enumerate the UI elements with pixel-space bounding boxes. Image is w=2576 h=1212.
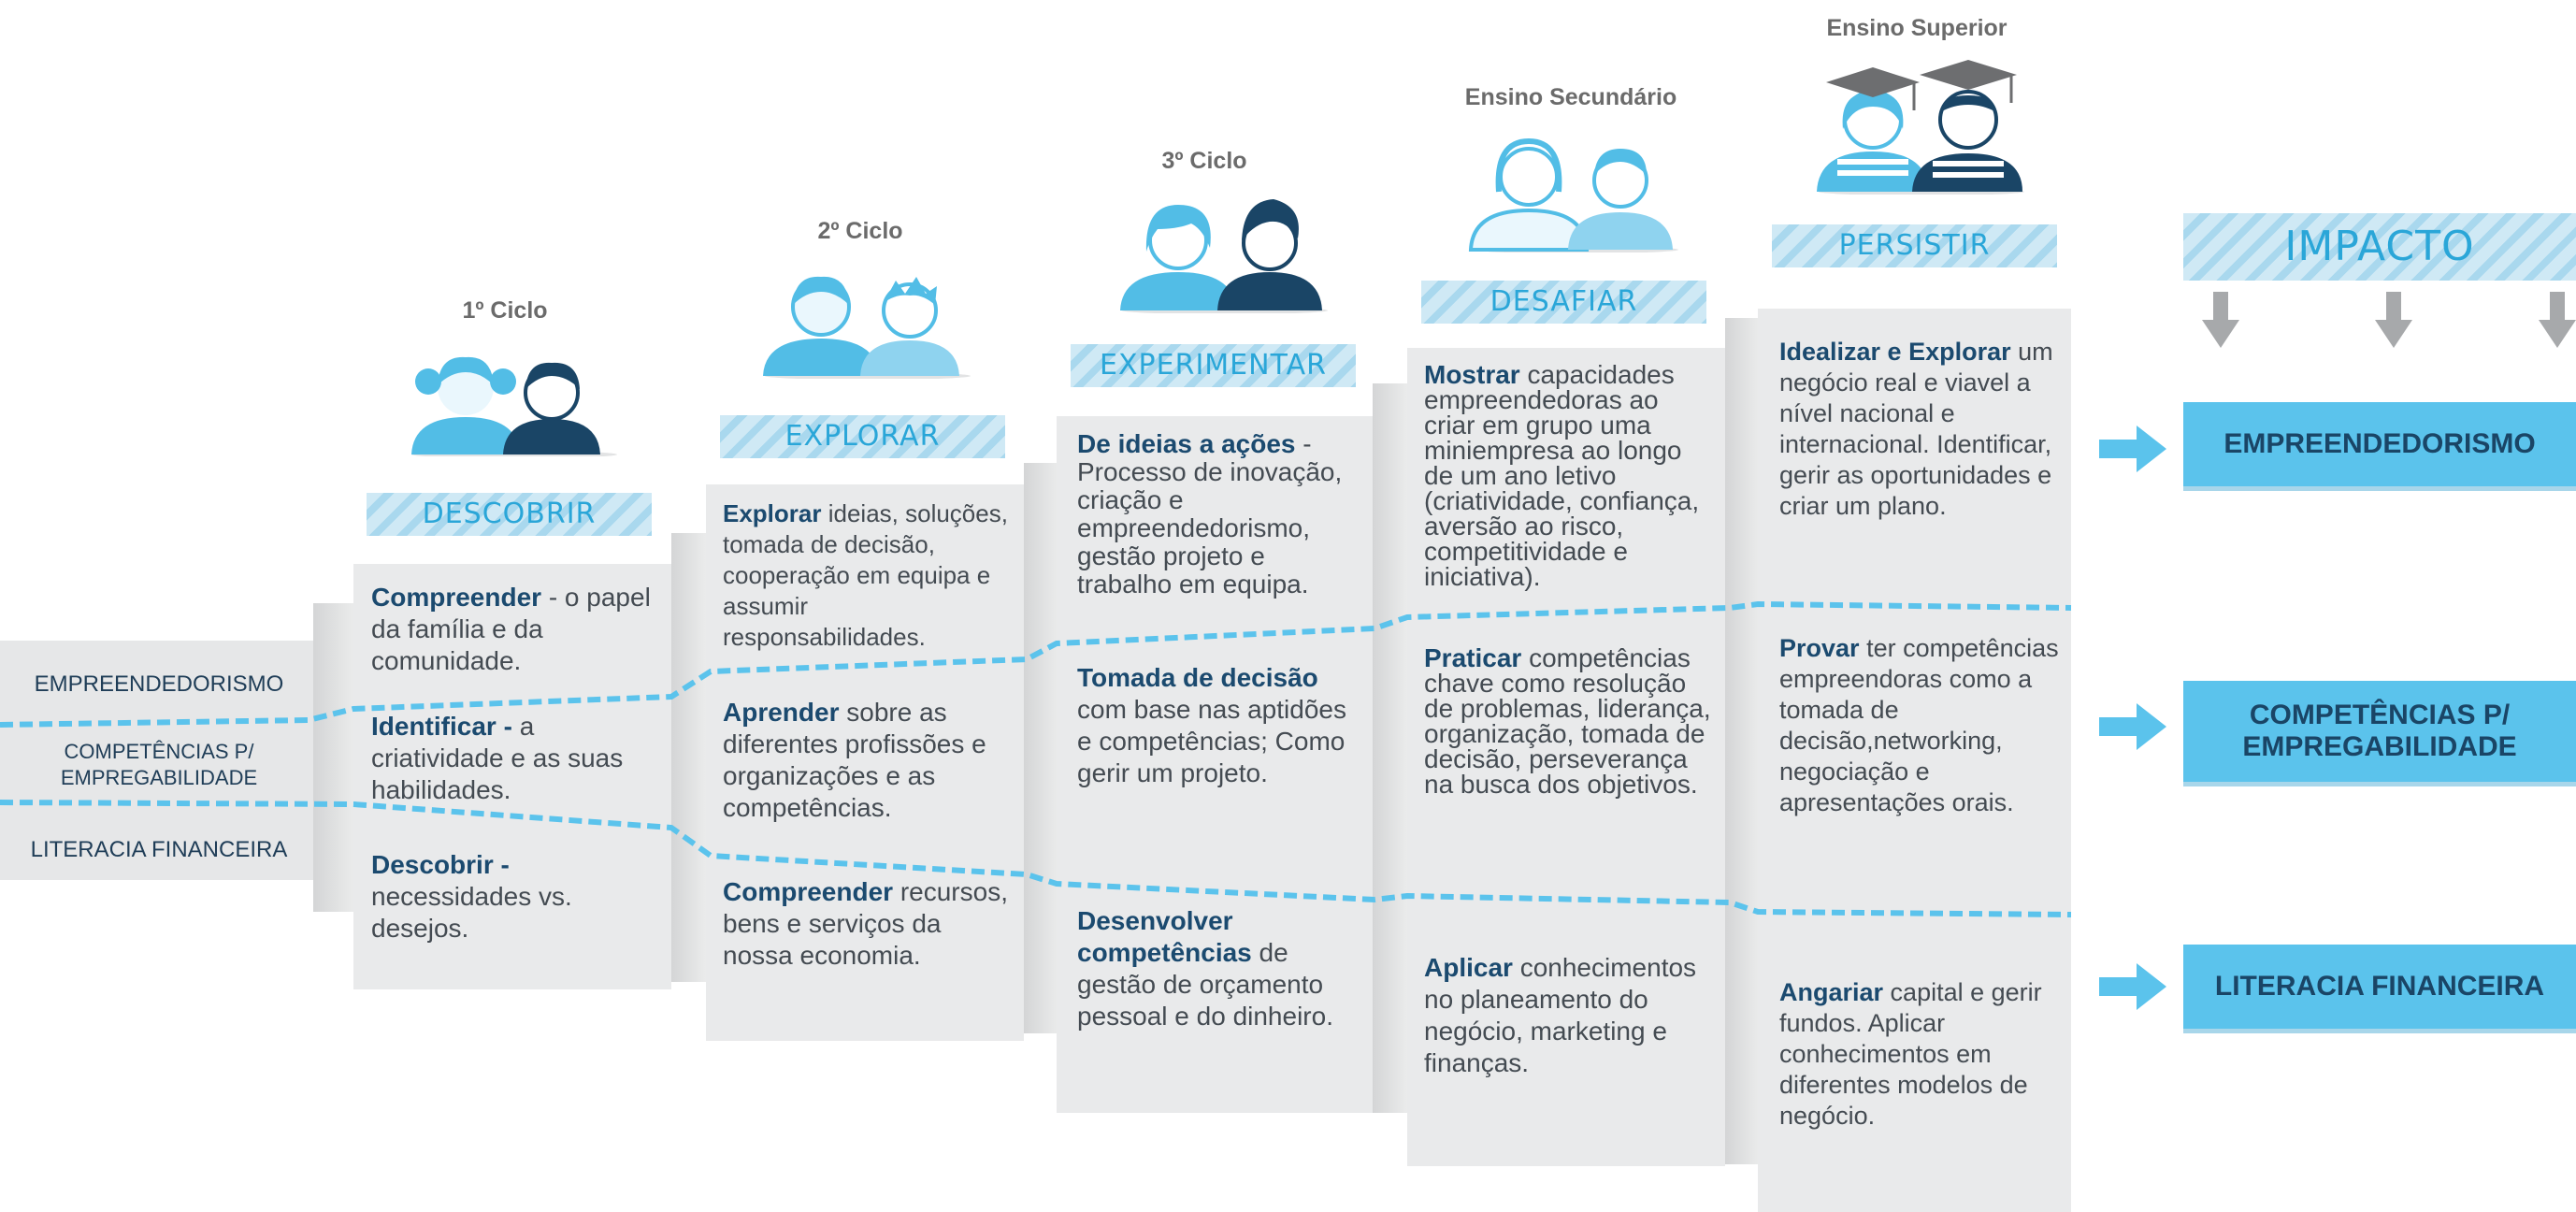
arrow-right-icon	[2099, 963, 2166, 1010]
impact-banner: IMPACTO	[2183, 213, 2576, 281]
stage-1-row-1: Compreender - o papel da família e da co…	[371, 583, 651, 675]
arrow-down-icon	[2539, 292, 2576, 348]
stage-4-row-3: Aplicar conhecimentos no planeamento do …	[1424, 953, 1697, 1077]
stage-4-shadow	[1373, 383, 1408, 1113]
impact-literacia: LITERACIA FINANCEIRA	[2183, 945, 2576, 1029]
stage-3-row-2: Tomada de decisão com base nas aptidões …	[1077, 663, 1346, 787]
impact-empregabilidade: COMPETÊNCIAS P/ EMPREGABILIDADE	[2183, 681, 2576, 782]
level-title-2: 2º Ciclo	[817, 218, 903, 244]
graduation-cap-icon	[1817, 60, 2024, 195]
stage-2-row-1: Explorar ideias, soluções, tomada de dec…	[723, 499, 1008, 651]
arrow-right-icon	[2099, 703, 2166, 750]
child-avatars-icon	[411, 356, 617, 456]
category-label-literacia: LITERACIA FINANCEIRA	[30, 837, 288, 862]
arrow-right-icon	[2099, 426, 2166, 472]
stage-3-row-1: De ideias a ações - Processo de inovação…	[1077, 429, 1343, 599]
banner-explorar: EXPLORAR	[720, 415, 1005, 458]
connector-line-1	[0, 600, 2072, 728]
stage-3-shadow	[1024, 463, 1059, 1033]
stage-2-shadow	[671, 533, 707, 982]
impact-empreendedorismo: EMPREENDEDORISMO	[2183, 402, 2576, 486]
category-column	[0, 641, 313, 880]
stage-3-panel	[1057, 416, 1373, 1113]
level-title-3: 3º Ciclo	[1161, 148, 1247, 174]
category-label-empregabilidade: COMPETÊNCIAS P/ EMPREGABILIDADE	[60, 740, 258, 789]
stage-5-row-2: Provar ter competências empreendoras com…	[1779, 634, 2059, 816]
connector-line-2	[0, 800, 2072, 917]
stage-2-row-3: Compreender recursos, bens e serviços da…	[723, 877, 1008, 970]
stage-2-panel	[706, 484, 1024, 1041]
stage-1-panel	[353, 564, 671, 989]
stage-1-shadow	[313, 603, 355, 912]
teen-avatars-icon	[1468, 137, 1678, 252]
arrow-down-icon	[2375, 292, 2412, 348]
level-title-4: Ensino Secundário	[1464, 84, 1677, 110]
stage-4-panel	[1407, 348, 1725, 1166]
banner-persistir: PERSISTIR	[1772, 224, 2057, 267]
stage-1-row-3: Descobrir - necessidades vs. desejos.	[371, 850, 572, 943]
stage-1-row-2: Identificar - a criatividade e as suas h…	[371, 712, 624, 804]
stage-5-row-1: Idealizar e Explorar um negócio real e v…	[1779, 338, 2053, 520]
child-avatars-icon	[1120, 199, 1328, 313]
stage-5-shadow	[1725, 318, 1761, 1164]
banner-descobrir: DESCOBRIR	[367, 493, 652, 536]
stage-4-row-1: Mostrar capacidades empreendedoras ao cr…	[1424, 360, 1700, 591]
stage-3-row-3: Desenvolver competências de gestão de or…	[1077, 906, 1333, 1031]
arrow-down-icon	[2202, 292, 2239, 348]
level-title-5: Ensino Superior	[1826, 15, 2008, 41]
child-avatars-icon	[763, 276, 971, 379]
category-label-empreendedorismo: EMPREENDEDORISMO	[34, 671, 284, 697]
stage-2-row-2: Aprender sobre as diferentes profissões …	[723, 698, 986, 822]
level-title-1: 1º Ciclo	[462, 297, 548, 324]
banner-desafiar: DESAFIAR	[1421, 281, 1706, 324]
stage-5-panel	[1758, 309, 2071, 1212]
stage-5-row-3: Angariar capital e gerir fundos. Aplicar…	[1779, 978, 2042, 1130]
banner-experimentar: EXPERIMENTAR	[1071, 344, 1356, 387]
stage-4-row-2: Praticar competências chave como resoluç…	[1424, 643, 1711, 799]
